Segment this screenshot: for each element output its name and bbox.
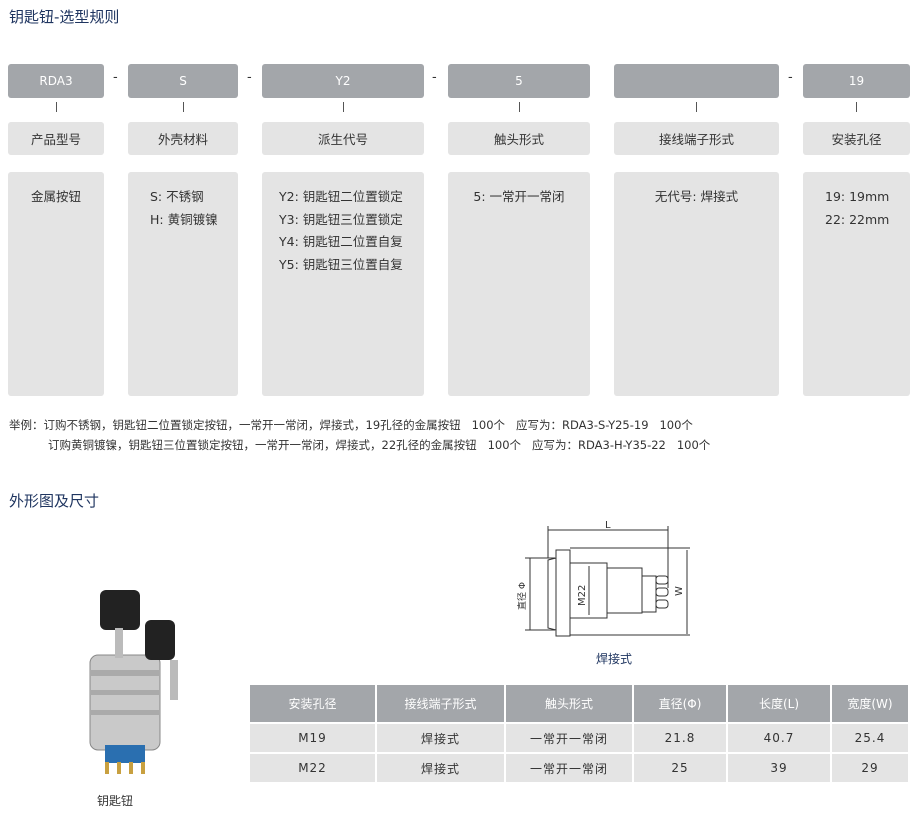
- cell: 21.8: [633, 722, 728, 753]
- connector: [856, 102, 857, 112]
- label-contact: 触头形式: [448, 122, 590, 155]
- dim-diameter-label: 直径 Φ: [516, 582, 528, 610]
- cell: 一常开一常闭: [505, 752, 634, 782]
- connector: [56, 102, 57, 112]
- cell: 焊接式: [376, 752, 506, 782]
- col-header: 长度(L): [727, 685, 832, 723]
- detail-line: 22: 22mm: [825, 211, 890, 227]
- detail-line: 5: 一常开一常闭: [473, 189, 565, 204]
- cell: 39: [727, 752, 832, 782]
- connector: [519, 102, 520, 112]
- detail-line: 19: 19mm: [825, 189, 890, 204]
- code-derivative: Y2: [262, 64, 424, 98]
- label-hole: 安装孔径: [803, 122, 910, 155]
- code-hole: 19: [803, 64, 910, 98]
- detail-derivative: Y2: 钥匙钮二位置锁定 Y3: 钥匙钮三位置锁定 Y4: 钥匙钮二位置自复 Y5: …: [262, 172, 424, 396]
- table-header-row: 安装孔径 接线端子形式 触头形式 直径(Φ) 长度(L) 宽度(W): [250, 685, 910, 723]
- dim-M-label: M22: [577, 585, 588, 606]
- detail-line: H: 黄铜镀镍: [150, 211, 218, 227]
- key-switch-product-image: [89, 590, 178, 774]
- col-header: 安装孔径: [250, 685, 377, 723]
- detail-line: 无代号: 焊接式: [654, 189, 739, 204]
- label-terminal: 接线端子形式: [614, 122, 779, 155]
- example-line-1: 举例：订购不锈钢，钥匙钮二位置锁定按钮，一常开一常闭，焊接式，19孔径的金属按钮…: [9, 418, 693, 432]
- detail-line: Y3: 钥匙钮三位置锁定: [279, 211, 403, 227]
- code-material: S: [128, 64, 238, 98]
- section-title-selection: 钥匙钮-选型规则: [9, 8, 120, 26]
- label-product: 产品型号: [8, 122, 104, 155]
- connector: [343, 102, 344, 112]
- dim-W-label: W: [674, 586, 685, 596]
- separator: -: [113, 70, 118, 85]
- cell: 40.7: [727, 722, 832, 753]
- example-line-2: 订购黄铜镀镍，钥匙钮三位置锁定按钮，一常开一常闭，焊接式，22孔径的金属按钮 1…: [48, 438, 711, 452]
- detail-line: 金属按钮: [30, 189, 81, 204]
- col-header: 接线端子形式: [376, 685, 506, 723]
- cell: 一常开一常闭: [505, 722, 634, 753]
- cell: M22: [250, 752, 377, 782]
- product-caption: 钥匙钮: [97, 794, 134, 808]
- cell: 25.4: [831, 722, 910, 753]
- detail-terminal: 无代号: 焊接式: [614, 172, 779, 396]
- connector: [696, 102, 697, 112]
- cell: M19: [250, 722, 377, 753]
- section-title-dimensions: 外形图及尺寸: [9, 492, 100, 510]
- detail-line: S: 不锈钢: [150, 189, 204, 204]
- dimension-drawing: L W M22 直径 Φ: [516, 520, 690, 637]
- drawing-caption: 焊接式: [596, 652, 633, 666]
- separator: -: [432, 70, 437, 85]
- code-product: RDA3: [8, 64, 104, 98]
- detail-material: S: 不锈钢 H: 黄铜镀镍: [128, 172, 238, 396]
- dim-L-label: L: [605, 520, 611, 531]
- code-terminal: [614, 64, 779, 98]
- detail-line: Y5: 钥匙钮三位置自复: [279, 256, 403, 272]
- label-derivative: 派生代号: [262, 122, 424, 155]
- detail-line: Y4: 钥匙钮二位置自复: [279, 234, 403, 249]
- detail-hole: 19: 19mm 22: 22mm: [803, 172, 910, 396]
- separator: -: [788, 70, 793, 85]
- cell: 焊接式: [376, 722, 506, 753]
- col-header: 直径(Φ): [633, 685, 728, 723]
- separator: -: [247, 70, 252, 85]
- cell: 25: [633, 752, 728, 782]
- code-contact: 5: [448, 64, 590, 98]
- detail-product: 金属按钮: [8, 172, 104, 396]
- detail-contact: 5: 一常开一常闭: [448, 172, 590, 396]
- connector: [183, 102, 184, 112]
- cell: 29: [831, 752, 910, 782]
- label-material: 外壳材料: [128, 122, 238, 155]
- detail-line: Y2: 钥匙钮二位置锁定: [279, 189, 403, 204]
- col-header: 触头形式: [505, 685, 634, 723]
- col-header: 宽度(W): [831, 685, 910, 723]
